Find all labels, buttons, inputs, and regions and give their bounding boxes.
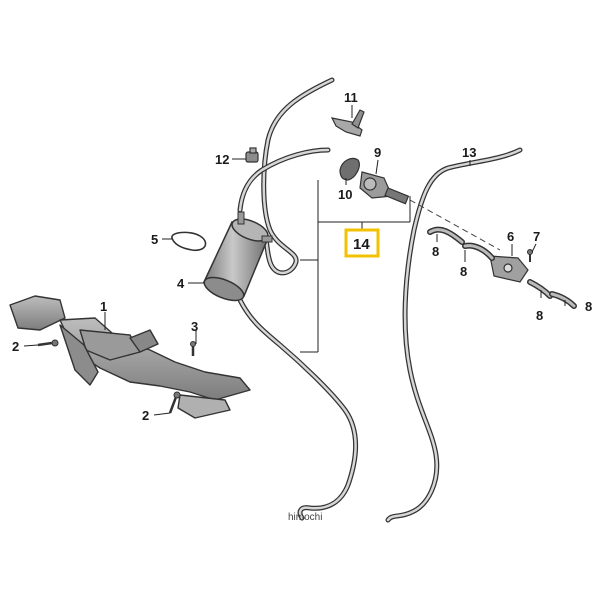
callout-14: 14 [353,236,370,253]
hose-clamp-ring [171,231,207,252]
purge-line-left [237,297,358,521]
callouts: 1 2 2 3 4 5 6 7 8 8 8 8 9 10 11 12 13 [12,90,592,423]
watermark: himochi [288,512,322,523]
callout-9: 9 [374,145,381,160]
rubber-grommet-10 [339,157,360,181]
vent-hose-upper [259,77,335,276]
callout-7: 7 [533,229,540,244]
hose-clip-12 [245,147,259,163]
callout-8-c: 8 [536,308,543,323]
hose-piece-8d [549,291,577,309]
callout-11: 11 [344,90,358,105]
mounting-bracket-11 [330,109,365,137]
canister-bracket-assembly [9,295,251,419]
hose-piece-8b [462,242,495,261]
leader-lines [23,105,566,416]
callout-13: 13 [462,145,476,160]
callout-8-b: 8 [460,264,467,279]
vent-hose-valve [237,147,331,213]
callout-8-a: 8 [432,244,439,259]
callout-5: 5 [151,232,158,247]
assembly-centerline [409,199,501,251]
screw-2-upper [37,339,59,347]
callout-6: 6 [507,229,514,244]
callout-3: 3 [191,319,198,334]
purge-line-13 [385,147,523,523]
callout-12: 12 [215,152,229,167]
callout-4: 4 [177,276,185,291]
activated-charcoal-canister [202,211,273,302]
callout-2-lower: 2 [142,408,149,423]
callout-1: 1 [100,299,107,314]
hose-connector-6 [489,255,529,283]
hose-piece-8a [427,226,465,245]
callout-8-d: 8 [585,299,592,314]
callout-10: 10 [338,187,352,202]
screw-3 [190,341,196,356]
hose-piece-8c [527,279,553,299]
callout-2-upper: 2 [12,339,19,354]
screw-2-lower [168,391,181,414]
screw-7 [527,249,533,262]
callout-14-highlight: 14 [344,228,380,258]
vent-valve-9 [359,171,410,205]
